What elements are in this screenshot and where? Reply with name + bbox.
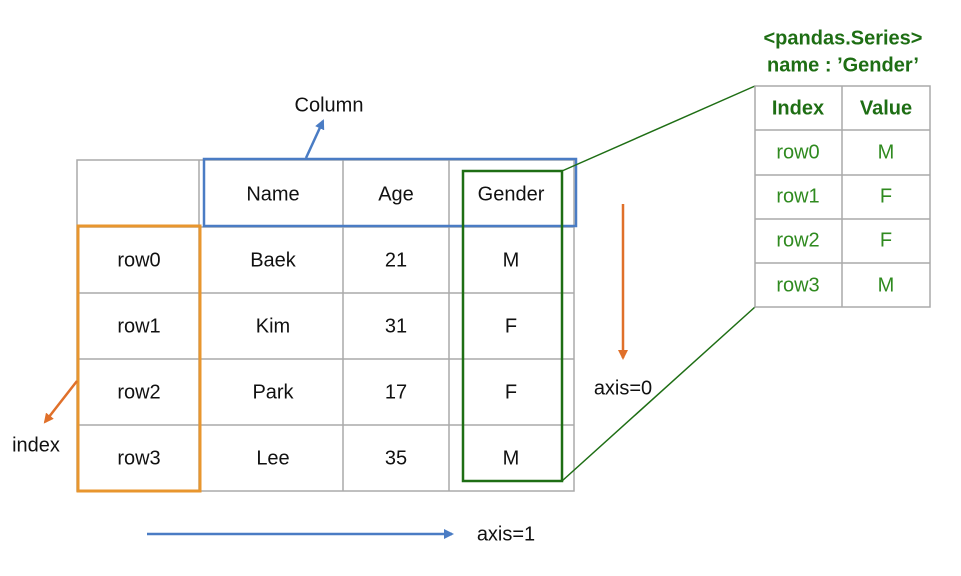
index-cell-row3: row3	[117, 447, 160, 469]
axis0-label: axis=0	[594, 377, 652, 399]
column-label: Column	[295, 94, 364, 116]
table-cell: F	[505, 381, 517, 403]
column-header-name: Name	[246, 183, 299, 205]
table-cell: 31	[385, 315, 407, 337]
table-cell: 35	[385, 447, 407, 469]
index-arrow	[43, 380, 78, 424]
table-cell: 21	[385, 249, 407, 271]
index-label: index	[12, 434, 60, 456]
table-cell: Lee	[256, 447, 289, 469]
series-cell: F	[880, 229, 892, 251]
series-table	[754, 85, 931, 308]
table-cell: M	[503, 249, 520, 271]
series-title-line2: name : ’Gender’	[767, 54, 919, 76]
series-cell: row0	[776, 141, 819, 163]
series-cell: row1	[776, 185, 819, 207]
series-cell: row2	[776, 229, 819, 251]
series-title-line1: <pandas.Series>	[764, 27, 923, 49]
table-cell: F	[505, 315, 517, 337]
series-connector-bottom	[561, 306, 756, 482]
index-cell-row0: row0	[117, 249, 160, 271]
column-arrow	[304, 119, 325, 159]
series-cell: F	[880, 185, 892, 207]
table-cell: Baek	[250, 249, 297, 271]
index-highlight-box	[76, 224, 202, 493]
table-cell: Kim	[256, 315, 290, 337]
series-cell: M	[878, 141, 895, 163]
axis1-label: axis=1	[477, 523, 535, 545]
series-connector-top	[561, 85, 756, 172]
table-cell: Park	[252, 381, 294, 403]
series-cell: M	[878, 274, 895, 296]
column-header-age: Age	[378, 183, 414, 205]
series-header-index: Index	[772, 97, 824, 119]
index-cell-row2: row2	[117, 381, 160, 403]
series-header-value: Value	[860, 97, 912, 119]
table-cell: M	[503, 447, 520, 469]
column-highlight-box	[202, 157, 578, 228]
table-cell: 17	[385, 381, 407, 403]
gender-series-highlight-box	[461, 169, 564, 483]
column-header-gender: Gender	[478, 183, 545, 205]
index-cell-row1: row1	[117, 315, 160, 337]
series-cell: row3	[776, 274, 819, 296]
